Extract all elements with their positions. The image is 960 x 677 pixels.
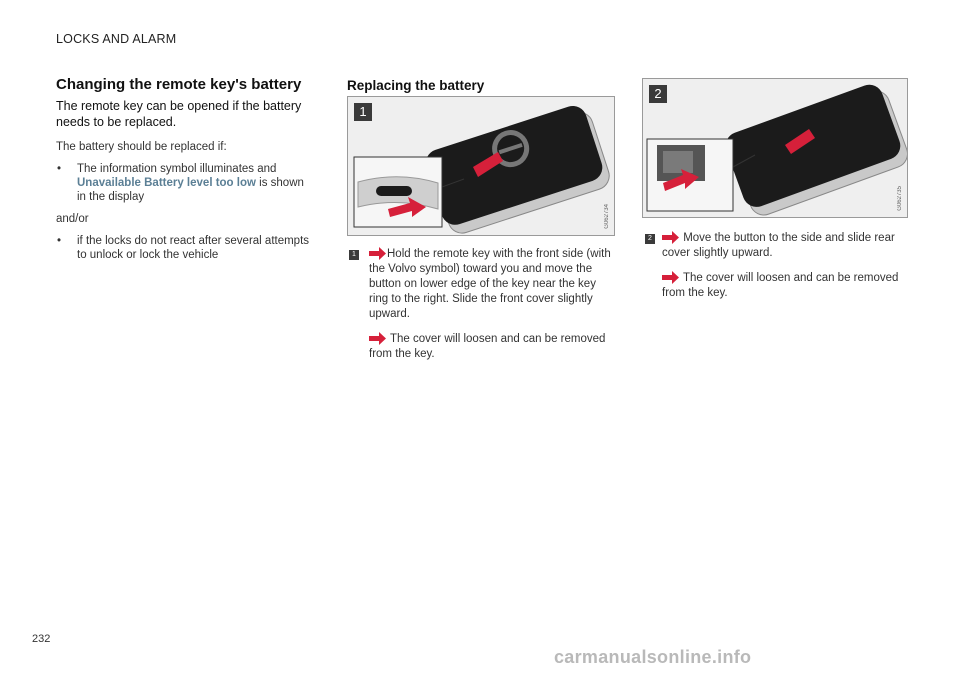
step-number: 1: [349, 250, 359, 260]
bullet-symbol: •: [57, 163, 62, 175]
page-number: 232: [32, 633, 51, 645]
page-title: Changing the remote key's battery: [56, 76, 302, 93]
bullet-text: is shown in the display: [77, 177, 304, 203]
intro-text: The battery should be replaced if:: [56, 141, 227, 153]
middle-column: Replacing the battery: [347, 78, 615, 99]
bullet-text: if the locks do not react after several …: [77, 235, 310, 261]
step-number: 2: [645, 234, 655, 244]
red-arrow-icon: [662, 231, 679, 244]
watermark: carmanualsonline.info: [554, 647, 752, 667]
bullet-item: • The information symbol illuminates and…: [56, 162, 314, 204]
figure-badge: 1: [354, 103, 372, 121]
left-column: Changing the remote key's battery The re…: [56, 76, 314, 270]
figure-code: G062735: [897, 186, 903, 211]
figure-key-front: 1 G062734: [347, 96, 615, 236]
red-arrow-icon: [662, 271, 679, 284]
step-text: Hold the remote key with the front side …: [369, 248, 611, 320]
connector-text: and/or: [56, 213, 89, 225]
bullet-text: The information symbol illuminates and: [77, 163, 277, 175]
red-arrow-icon: [369, 332, 386, 345]
step-text: The cover will loosen and can be removed…: [369, 333, 606, 360]
bullet-item: • if the locks do not react after severa…: [56, 234, 314, 262]
red-arrow-icon: [369, 247, 386, 260]
display-message-link[interactable]: Unavailable Battery level too low: [77, 177, 256, 189]
figure-code: G062734: [604, 204, 610, 229]
section-title: Replacing the battery: [347, 78, 485, 93]
step-instruction: Hold the remote key with the front side …: [369, 247, 613, 362]
step-instruction: Move the button to the side and slide re…: [662, 231, 902, 301]
step-text: Move the button to the side and slide re…: [662, 232, 895, 259]
figure-badge: 2: [649, 85, 667, 103]
lead-paragraph: The remote key can be opened if the batt…: [56, 99, 302, 129]
key-front-illustration: [348, 97, 614, 235]
bullet-symbol: •: [57, 235, 62, 247]
section-header: LOCKS AND ALARM: [56, 32, 177, 46]
key-rear-illustration: [643, 79, 907, 217]
figure-key-rear: 2 G062735: [642, 78, 908, 218]
step-text: The cover will loosen and can be removed…: [662, 272, 899, 299]
